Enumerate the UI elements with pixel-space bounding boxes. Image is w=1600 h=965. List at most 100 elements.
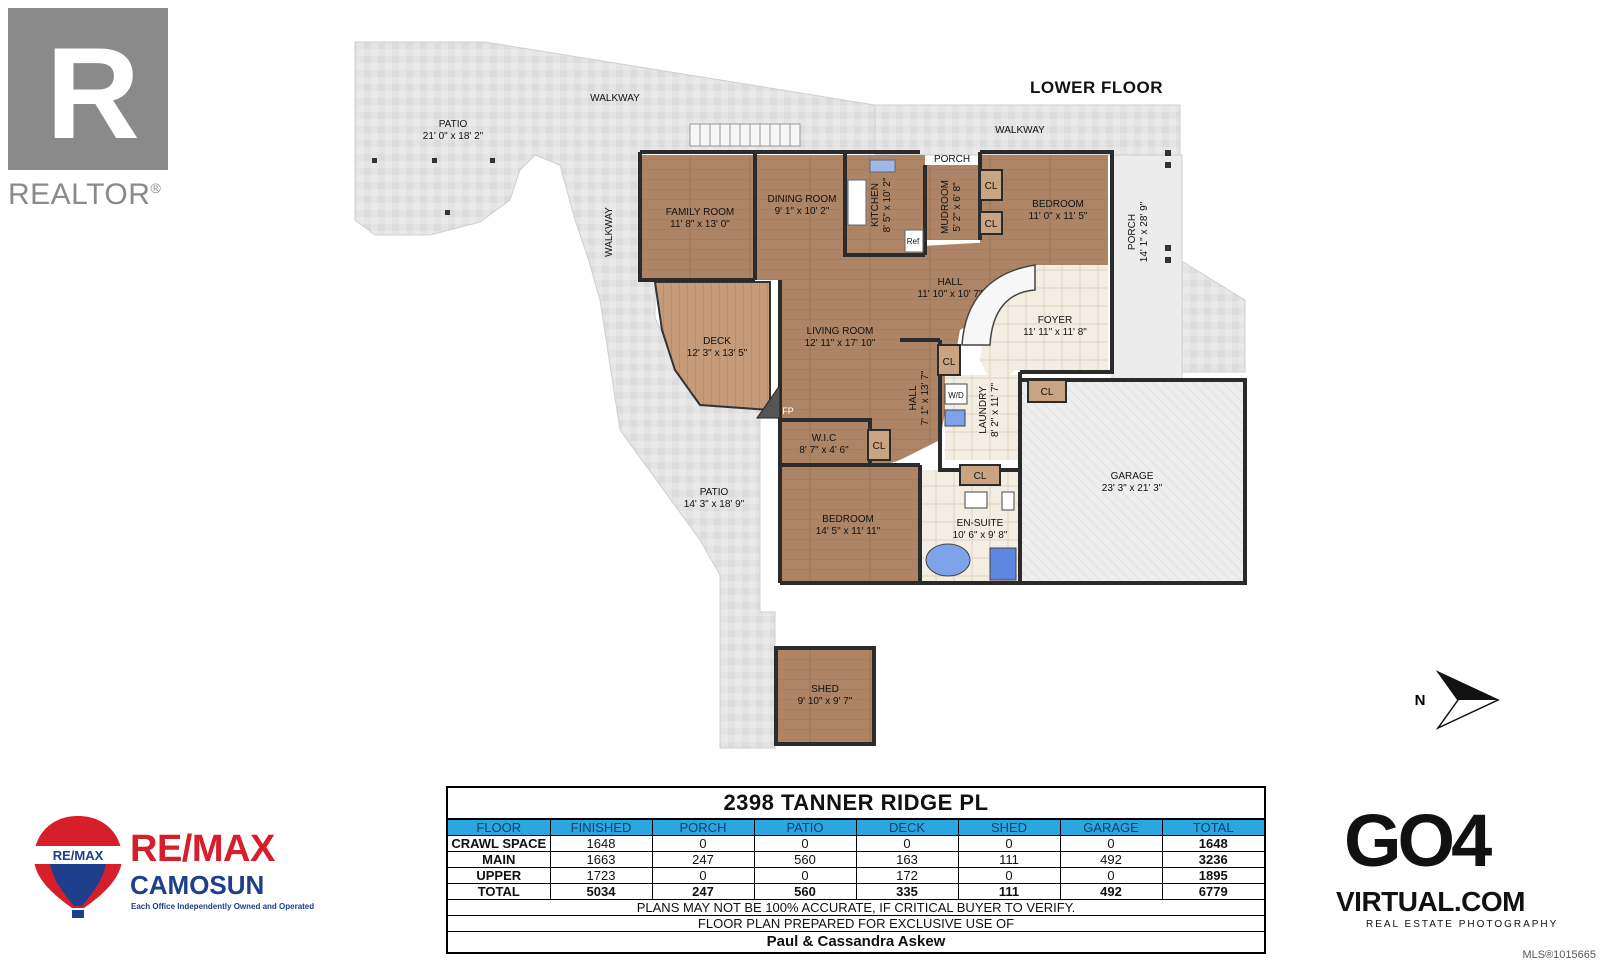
shed-dims: 9' 10" x 9' 7": [798, 696, 853, 707]
hall-mid-name: HALL: [908, 385, 919, 410]
closet-label: CL: [943, 357, 956, 368]
svg-text:FOYER: FOYER: [1038, 315, 1072, 326]
mudroom-name: MUDROOM: [940, 180, 951, 234]
north-letter: N: [1415, 692, 1426, 709]
svg-text:CL: CL: [943, 357, 956, 368]
svg-text:LAUNDRY: LAUNDRY: [978, 386, 989, 434]
kitchen-name: KITCHEN: [870, 183, 881, 227]
table-row: UPPER 1723 0 0 172 0 0 1895: [448, 867, 1264, 884]
shed-name: SHED: [811, 684, 839, 695]
svg-text:GARAGE: GARAGE: [1111, 471, 1154, 482]
mls-number: MLS®1015665: [1522, 949, 1596, 961]
walkway-left-label: WALKWAY: [604, 207, 615, 257]
table-cell: 247: [651, 883, 754, 899]
table-cell: 560: [753, 851, 856, 868]
svg-text:Ref: Ref: [907, 237, 920, 246]
toilet-icon: [1001, 491, 1015, 511]
exterior-stairs: [689, 123, 801, 147]
table-cell: 3236: [1161, 851, 1264, 868]
hall-top-name: HALL: [937, 277, 962, 288]
living-room-name: LIVING ROOM: [807, 326, 874, 337]
sink-icon: [964, 491, 988, 509]
laundry-name: LAUNDRY: [978, 386, 989, 434]
svg-text:8' 2" x 11' 7": 8' 2" x 11' 7": [990, 383, 1001, 438]
table-cell: MAIN: [448, 851, 550, 868]
table-cell: 560: [753, 883, 856, 899]
bedroom-bottom-dims: 14' 5" x 11' 11": [816, 526, 881, 537]
table-cell: CRAWL SPACE: [448, 835, 550, 852]
table-cell: 0: [753, 867, 856, 884]
patio-top-dims: 21' 0" x 18' 2": [423, 131, 484, 142]
svg-text:12' 3" x 13' 5": 12' 3" x 13' 5": [687, 348, 748, 359]
svg-text:KITCHEN: KITCHEN: [870, 183, 881, 227]
svg-text:WALKWAY: WALKWAY: [995, 125, 1045, 136]
svg-text:12' 11" x 17' 10": 12' 11" x 17' 10": [805, 338, 876, 349]
washer-dryer-icon: [944, 383, 968, 405]
disclaimer-note: PLANS MAY NOT BE 100% ACCURATE, IF CRITI…: [448, 899, 1264, 915]
table-cell: 0: [855, 835, 958, 852]
family-room-name: FAMILY ROOM: [666, 207, 735, 218]
svg-text:W.I.C: W.I.C: [812, 433, 836, 444]
patio-posts: [372, 150, 1171, 263]
svg-text:W/D: W/D: [948, 391, 964, 400]
table-cell: 172: [855, 867, 958, 884]
svg-text:WALKWAY: WALKWAY: [590, 93, 640, 104]
go4-virtual-logo: GO4 VIRTUAL.COM REAL ESTATE PHOTOGRAPHY: [1336, 798, 1576, 933]
remax-word: RE/MAX: [130, 828, 275, 870]
svg-text:SHED: SHED: [811, 684, 839, 695]
table-header: PORCH: [651, 820, 754, 836]
svg-text:14' 1" x 28' 9": 14' 1" x 28' 9": [1139, 201, 1150, 262]
kitchen-fixtures: [847, 159, 924, 253]
svg-text:BEDROOM: BEDROOM: [822, 514, 874, 525]
table-cell: 1723: [549, 867, 652, 884]
realtor-logo-letter: R: [46, 20, 140, 166]
table-cell: 1663: [549, 851, 652, 868]
svg-text:HALL: HALL: [937, 277, 962, 288]
svg-text:21' 0" x 18' 2": 21' 0" x 18' 2": [423, 131, 484, 142]
table-cell: 0: [651, 835, 754, 852]
shower-icon: [989, 547, 1017, 581]
svg-text:EN-SUITE: EN-SUITE: [957, 518, 1004, 529]
go4-mark: GO4: [1344, 799, 1492, 882]
svg-text:PORCH: PORCH: [934, 154, 970, 165]
prepared-for-note: FLOOR PLAN PREPARED FOR EXCLUSIVE USE OF: [448, 915, 1264, 931]
remax-balloon-icon: RE/MAX: [34, 816, 122, 918]
wic-name: W.I.C: [812, 433, 836, 444]
svg-text:CL: CL: [985, 181, 998, 192]
walkway-right-label: WALKWAY: [995, 125, 1045, 136]
bedroom-bottom-name: BEDROOM: [822, 514, 874, 525]
bathtub-icon: [925, 543, 971, 577]
table-total-row: TOTAL 5034 247 560 335 111 492 6779: [448, 883, 1264, 899]
table-cell: 247: [651, 851, 754, 868]
svg-text:PORCH: PORCH: [1127, 214, 1138, 250]
shed-floor: [776, 648, 874, 744]
table-header: PATIO: [753, 820, 856, 836]
family-room-floor: [640, 155, 755, 280]
table-cell: TOTAL: [448, 883, 550, 899]
ref-label: Ref: [907, 237, 920, 246]
svg-text:8' 5" x 10' 2": 8' 5" x 10' 2": [882, 177, 893, 232]
patio-top-name: PATIO: [439, 119, 468, 130]
mudroom-dims: 5' 2" x 6' 8": [952, 182, 963, 232]
fireplace: [756, 383, 781, 419]
svg-text:11' 11" x 11' 8": 11' 11" x 11' 8": [1023, 327, 1087, 338]
laundry-sink-icon: [944, 409, 966, 427]
deck-name: DECK: [703, 336, 731, 347]
closet-label: CL: [974, 471, 987, 482]
table-cell: 492: [1059, 851, 1162, 868]
bedroom-top-name: BEDROOM: [1032, 199, 1084, 210]
client-name: Paul & Cassandra Askew: [448, 931, 1264, 952]
table-row: CRAWL SPACE 1648 0 0 0 0 0 1648: [448, 835, 1264, 852]
living-room-dims: 12' 11" x 17' 10": [805, 338, 876, 349]
svg-text:HALL: HALL: [908, 385, 919, 410]
laundry-dims: 8' 2" x 11' 7": [990, 383, 1001, 438]
dining-room-name: DINING ROOM: [768, 194, 837, 205]
closets: [867, 169, 1067, 486]
table-header: FINISHED: [549, 820, 652, 836]
table-cell: 492: [1059, 883, 1162, 899]
table-cell: 0: [957, 867, 1060, 884]
svg-text:11' 8" x 13' 0": 11' 8" x 13' 0": [670, 219, 730, 230]
remax-logo: RE/MAX RE/MAX CAMOSUN Each Office Indepe…: [28, 812, 328, 922]
porch-right-name: PORCH: [1127, 214, 1138, 250]
